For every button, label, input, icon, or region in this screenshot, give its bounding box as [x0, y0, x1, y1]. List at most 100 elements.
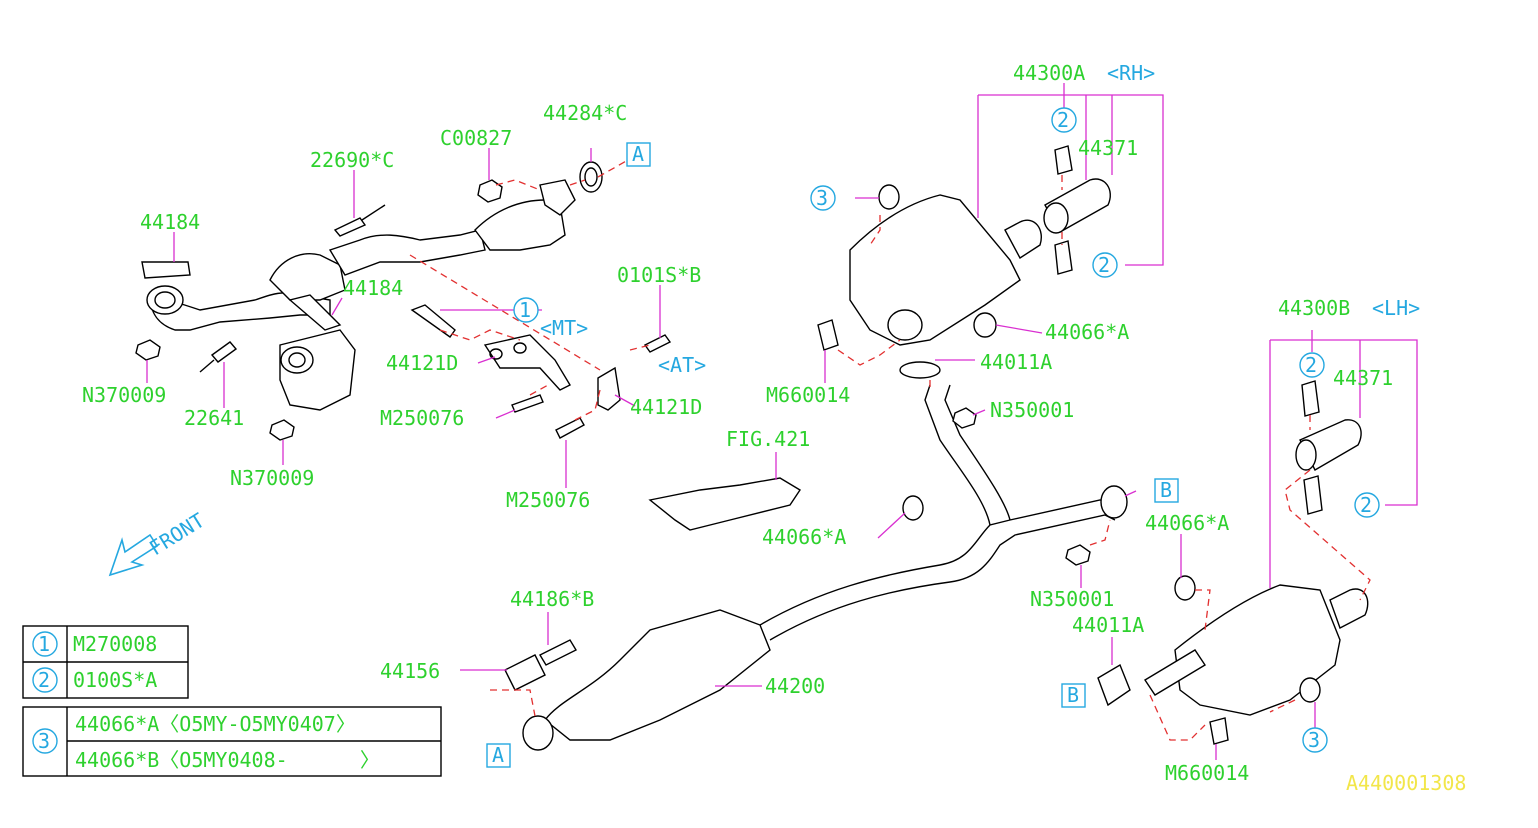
hanger-44066a-lh-drawing	[1174, 575, 1196, 601]
legend3-row-2: 44066*B〈O5MY0408- 〉	[75, 748, 380, 772]
ref-box-a-bottom-text: A	[492, 743, 504, 767]
bracket-44121d-a-drawing	[483, 334, 571, 391]
label-44011a-b: 44011A	[1072, 613, 1144, 637]
callout-2-lh-bottom	[1354, 492, 1380, 518]
label-44300a: 44300A	[1013, 61, 1085, 85]
nut-n370009-a-drawing	[135, 339, 161, 361]
bolt-2-rh-bottom-drawing	[1054, 240, 1073, 275]
bolt-m660014-b-drawing	[1209, 717, 1229, 745]
label-44066a-a: 44066*A	[762, 525, 846, 549]
legend-ref-3: 3	[38, 729, 50, 753]
legend-ref-1: 1	[38, 632, 50, 656]
label-0101sb: 0101S*B	[617, 263, 701, 287]
sensor-22690c-drawing	[333, 217, 367, 237]
nut-n370009-b-drawing	[269, 419, 295, 441]
legend-table-3: 3 44066*A〈O5MY-O5MY0407〉 44066*B〈O5MY040…	[22, 706, 442, 777]
callout-1	[513, 297, 539, 323]
callout-1-text: 1	[519, 298, 531, 322]
label-44371-rh: 44371	[1078, 136, 1138, 160]
label-44300a-side: <RH>	[1107, 61, 1155, 85]
label-n350001-b: N350001	[1030, 587, 1114, 611]
legend-ref-2: 2	[38, 668, 50, 692]
front-label: FRONT	[145, 508, 209, 560]
gasket-44011a-rh-drawing	[899, 361, 941, 379]
label-fig421: FIG.421	[726, 427, 810, 451]
bolt-m250076-b-drawing	[555, 417, 585, 439]
front-arrow-icon	[108, 533, 159, 577]
muffler-44300b-drawing	[1174, 584, 1341, 716]
nut-c00827-drawing	[477, 179, 503, 203]
ref-box-a-bottom	[486, 743, 511, 768]
ref-box-b-left	[1061, 683, 1086, 708]
label-44156: 44156	[380, 659, 440, 683]
label-n370009-a: N370009	[82, 383, 166, 407]
label-m250076-a: M250076	[380, 406, 464, 430]
ref-box-a-top-text: A	[632, 142, 644, 166]
callout-3-lh	[1302, 727, 1328, 753]
label-44371-lh: 44371	[1333, 366, 1393, 390]
label-22641: 22641	[184, 406, 244, 430]
bolt-2-lh-top-drawing	[1301, 380, 1320, 417]
part-labels: 44300A <RH> 44371 44300B <LH> 44371 4428…	[82, 61, 1466, 795]
ref-box-a-top	[626, 142, 651, 167]
label-m660014-a: M660014	[766, 383, 850, 407]
label-44066a-b: 44066*A	[1045, 320, 1129, 344]
center-pipe-44200-drawing	[544, 609, 771, 741]
spring-44156-drawing	[504, 654, 546, 691]
label-mt: <MT>	[540, 316, 588, 340]
hanger-44066a-mid-drawing	[902, 495, 924, 521]
legend-callout-2	[32, 667, 58, 693]
label-44200: 44200	[765, 674, 825, 698]
callout-2-lh-top	[1299, 352, 1325, 378]
callout-2-rh-top	[1051, 107, 1077, 133]
muffler-44300a-drawing	[849, 194, 1021, 346]
label-44300b: 44300B	[1278, 296, 1350, 320]
label-44121d-b: 44121D	[630, 395, 702, 419]
label-44184-b: 44184	[343, 276, 403, 300]
dashed-alignment-lines	[409, 159, 1371, 741]
label-44284c: 44284*C	[543, 101, 627, 125]
leader-lines	[146, 83, 1418, 760]
callout-3-rh	[810, 185, 836, 211]
bolt-2-lh-bottom-drawing	[1303, 475, 1323, 515]
nut-n350001-a-drawing	[952, 407, 977, 429]
heat-shield-fig421-drawing	[648, 477, 801, 531]
label-44121d-a: 44121D	[386, 351, 458, 375]
callout-2-lh-top-text: 2	[1305, 353, 1317, 377]
bolt-0101sb-drawing	[643, 334, 672, 353]
callout-2-rh-bottom-text: 2	[1098, 253, 1110, 277]
legend-table: 1 M270008 2 0100S*A	[22, 625, 189, 699]
ref-box-b-left-text: B	[1067, 683, 1079, 707]
label-c00827: C00827	[440, 126, 512, 150]
label-44300b-side: <LH>	[1372, 296, 1420, 320]
legend-callout-1	[32, 631, 58, 657]
bracket-44121d-b-drawing	[597, 366, 621, 411]
label-44184-a: 44184	[140, 210, 200, 234]
legend3-row-1: 44066*A〈O5MY-O5MY0407〉	[75, 712, 356, 736]
bolt-m250076-a-drawing	[511, 394, 544, 413]
ref-box-b-right-text: B	[1160, 478, 1172, 502]
nut-n350001-b-drawing	[1065, 544, 1091, 566]
label-n350001-a: N350001	[990, 398, 1074, 422]
diagram-id: A440001308	[1346, 771, 1466, 795]
hanger-3-lh-drawing	[1299, 677, 1321, 703]
legend-part-2: 0100S*A	[73, 668, 157, 692]
callout-3-rh-text: 3	[816, 186, 828, 210]
label-at: <AT>	[658, 353, 706, 377]
sensor-22641-drawing	[210, 341, 238, 363]
callout-2-lh-bottom-text: 2	[1360, 493, 1372, 517]
hanger-44066a-top-drawing	[878, 184, 900, 210]
callouts: 1 2 2 2 2 3 3 A A B B	[486, 107, 1380, 768]
hanger-44066a-rh-drawing	[973, 312, 997, 338]
callout-2-rh-bottom	[1092, 252, 1118, 278]
legend-callout-3	[32, 728, 58, 754]
bolt-2-rh-top-drawing	[1054, 145, 1073, 175]
label-44066a-c: 44066*A	[1145, 511, 1229, 535]
label-22690c: 22690*C	[310, 148, 394, 172]
bolt-44186b-drawing	[539, 639, 577, 666]
ref-box-b-right	[1154, 478, 1179, 503]
callout-2-rh-top-text: 2	[1057, 108, 1069, 132]
label-m660014-b: M660014	[1165, 761, 1249, 785]
front-exhaust-pipe-drawing	[141, 179, 576, 411]
